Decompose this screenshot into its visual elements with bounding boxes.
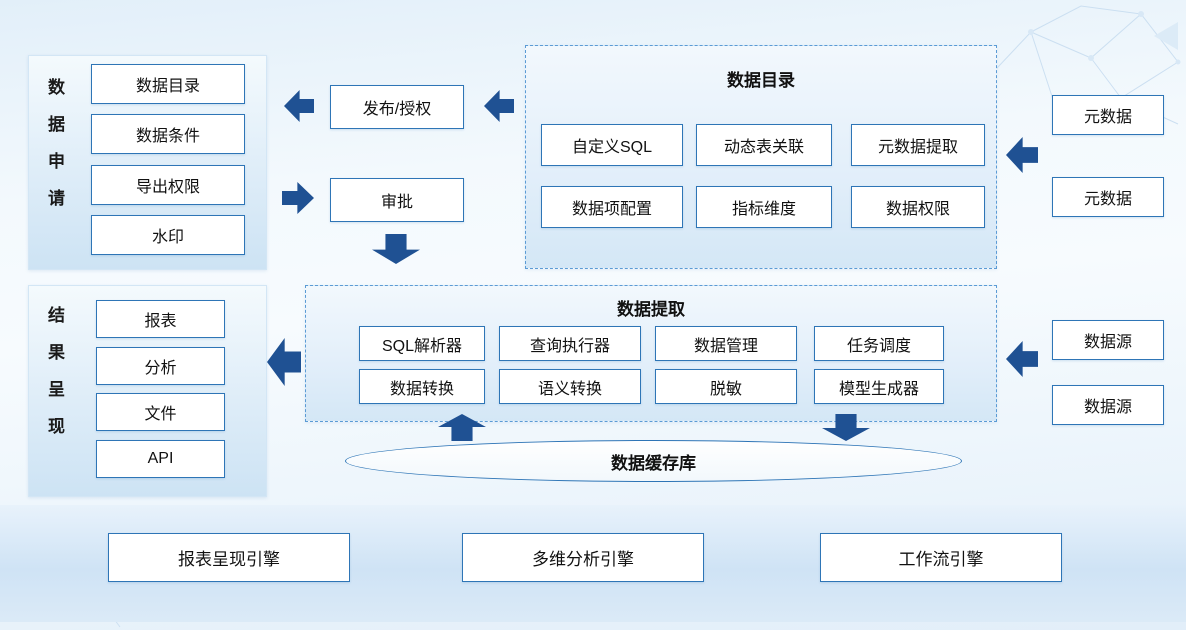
metadata-source-box-2: 元数据	[1052, 177, 1164, 217]
engine-workflow: 工作流引擎	[820, 533, 1062, 582]
extract-item-sql-parser: SQL解析器	[359, 326, 485, 361]
extract-item-desensitization: 脱敏	[655, 369, 797, 404]
catalog-item-data-permission: 数据权限	[851, 186, 985, 228]
extract-item-query-executor: 查询执行器	[499, 326, 641, 361]
application-item-watermark: 水印	[91, 215, 245, 255]
panel-data-application: 数据申请 数据目录 数据条件 导出权限 水印	[28, 55, 267, 270]
catalog-item-indicator-dimension: 指标维度	[696, 186, 832, 228]
engine-multidimensional-analysis: 多维分析引擎	[462, 533, 704, 582]
application-item-data-catalog: 数据目录	[91, 64, 245, 104]
panel-result-presentation-title: 结果呈现	[45, 306, 64, 454]
panel-result-presentation: 结果呈现 报表 分析 文件 API	[28, 285, 267, 497]
extract-item-data-management: 数据管理	[655, 326, 797, 361]
catalog-item-data-item-config: 数据项配置	[541, 186, 683, 228]
flow-box-publish-authorize: 发布/授权	[330, 85, 464, 129]
arrow-datasource-to-extraction	[1006, 341, 1038, 377]
extract-item-semantic-conversion: 语义转换	[499, 369, 641, 404]
panel-data-catalog-title: 数据目录	[727, 71, 795, 90]
result-item-report: 报表	[96, 300, 225, 338]
panel-data-application-title: 数据申请	[45, 77, 64, 226]
arrow-metadata-to-catalog	[1006, 137, 1038, 173]
arrow-publish-to-application	[284, 90, 314, 122]
arrow-catalog-to-publish	[484, 90, 514, 122]
metadata-source-box-1: 元数据	[1052, 95, 1164, 135]
engine-report-presentation: 报表呈现引擎	[108, 533, 350, 582]
extract-item-task-scheduling: 任务调度	[814, 326, 944, 361]
data-source-box-1: 数据源	[1052, 320, 1164, 360]
data-cache-store: 数据缓存库	[345, 440, 962, 482]
catalog-item-metadata-extraction: 元数据提取	[851, 124, 985, 166]
extract-item-data-conversion: 数据转换	[359, 369, 485, 404]
data-source-box-2: 数据源	[1052, 385, 1164, 425]
result-item-file: 文件	[96, 393, 225, 431]
flow-box-approval: 审批	[330, 178, 464, 222]
catalog-item-custom-sql: 自定义SQL	[541, 124, 683, 166]
application-item-export-permission: 导出权限	[91, 165, 245, 205]
result-item-api: API	[96, 440, 225, 478]
panel-data-extraction-title: 数据提取	[617, 300, 685, 319]
arrow-application-to-approval	[282, 182, 314, 214]
catalog-item-dynamic-table-join: 动态表关联	[696, 124, 832, 166]
result-item-analysis: 分析	[96, 347, 225, 385]
panel-data-extraction: 数据提取 SQL解析器 查询执行器 数据管理 任务调度 数据转换 语义转换 脱敏…	[305, 285, 997, 422]
application-item-data-condition: 数据条件	[91, 114, 245, 154]
arrow-approval-down	[372, 234, 420, 264]
panel-data-catalog: 数据目录 自定义SQL 动态表关联 元数据提取 数据项配置 指标维度 数据权限	[525, 45, 997, 269]
extract-item-model-generator: 模型生成器	[814, 369, 944, 404]
arrow-extraction-to-result	[267, 338, 301, 386]
